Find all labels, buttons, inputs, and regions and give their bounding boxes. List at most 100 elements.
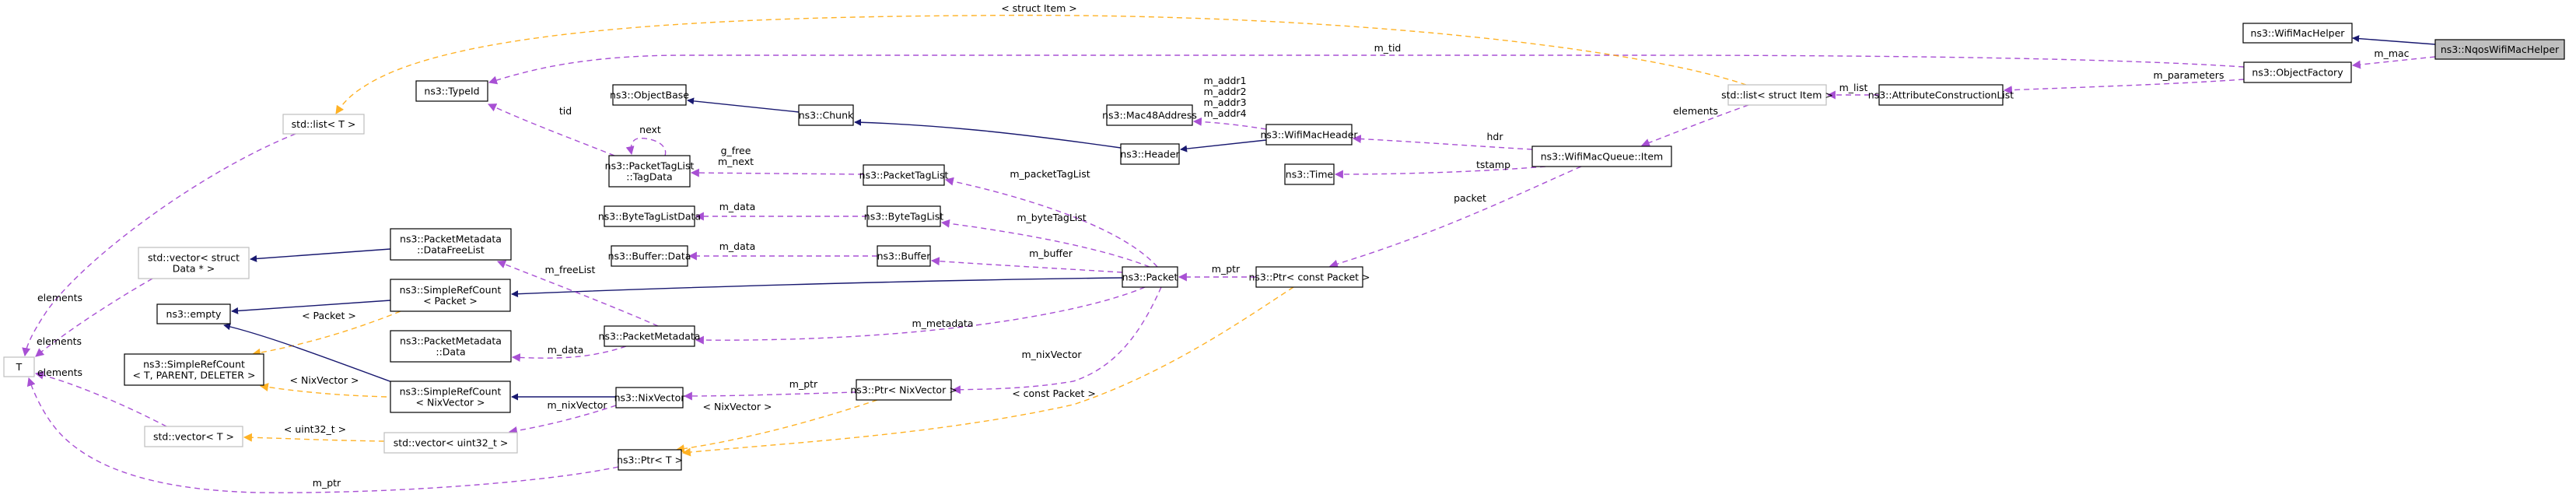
node-label: ns3::PacketMetadata <box>400 335 502 347</box>
node-packet[interactable]: ns3::Packet <box>1122 266 1178 288</box>
edge-usage-std_list_Item-to-WifiMacQueue_Item <box>1640 104 1749 147</box>
edge-label: m_addr1 <box>1203 75 1246 86</box>
node-label: ns3::PacketMetadata <box>400 233 502 245</box>
edge-label: m_list <box>1839 82 1868 93</box>
node-label: ns3::Time <box>1286 169 1334 181</box>
node-datafreelist[interactable]: ns3::PacketMetadata::DataFreeList <box>390 228 512 261</box>
edge-usage-PacketTagList-to-TagData <box>690 168 864 177</box>
edge-usage-PacketMetadata-to-PacketMetadata_Data <box>511 345 627 362</box>
edge-label: m_nixVector <box>1021 349 1082 360</box>
node-objectbase[interactable]: ns3::ObjectBase <box>610 84 689 106</box>
node-box <box>877 245 931 267</box>
edge-label: tid <box>559 105 572 117</box>
edge-label: m_addr4 <box>1203 107 1246 119</box>
node-simplerefcount-packet[interactable]: ns3::SimpleRefCount< Packet > <box>390 279 511 312</box>
node-std-list-item: std::list< struct Item > <box>1721 84 1833 106</box>
node-label: Data * > <box>173 263 215 275</box>
node-wifimachelper[interactable]: ns3::WifiMacHelper <box>2242 23 2353 44</box>
edge-label: m_nixVector <box>547 399 607 411</box>
edge-inherit-NqosWifiMacHelper-to-WifiMacHelper <box>2352 35 2436 45</box>
edge-label: < Packet > <box>302 310 356 321</box>
node-nixvector[interactable]: ns3::NixVector <box>614 387 686 409</box>
edge-label: < struct Item > <box>1001 2 1077 14</box>
node-mac48address[interactable]: ns3::Mac48Address <box>1102 104 1197 126</box>
edge-label: m_byteTagList <box>1017 212 1086 223</box>
node-ptr-t[interactable]: ns3::Ptr< T > <box>617 449 683 471</box>
edge-label: m_data <box>719 201 756 212</box>
node-label: < Packet > <box>423 295 478 307</box>
node-label: ns3::Chunk <box>799 110 854 121</box>
edge-label: hdr <box>1487 131 1504 142</box>
node-box <box>1265 124 1353 146</box>
node-box <box>2242 23 2353 44</box>
node-empty[interactable]: ns3::empty <box>156 303 231 324</box>
node-label: ns3::Buffer <box>877 251 932 262</box>
node-box <box>856 379 952 401</box>
node-nqoswifimachelper[interactable]: ns3::NqosWifiMacHelper <box>2434 39 2565 60</box>
node-box <box>2243 61 2352 83</box>
node-attributeconstructionlist[interactable]: ns3::AttributeConstructionList <box>1868 84 2014 106</box>
node-box <box>3 356 35 377</box>
node-objectfactory[interactable]: ns3::ObjectFactory <box>2243 61 2352 83</box>
node-label: ns3::SimpleRefCount <box>143 359 245 370</box>
edge-usage-ObjectFactory-to-TypeId <box>488 54 2245 85</box>
edge-label: < uint32_t > <box>284 423 346 435</box>
edge-inherit-WifiMacHeader-to-Header <box>1180 139 1267 153</box>
node-typeid[interactable]: ns3::TypeId <box>415 80 488 102</box>
node-box <box>615 387 684 409</box>
edge-inherit-Chunk-to-ObjectBase <box>687 97 800 113</box>
edge-template-SimpleRefCount_Packet-to-SimpleRefCount_T <box>251 310 401 357</box>
edge-template-std_vector_uint32-to-std_vector_T <box>243 433 385 442</box>
node-wifimacqueue-item[interactable]: ns3::WifiMacQueue::Item <box>1531 146 1672 167</box>
node-simplerefcount-t[interactable]: ns3::SimpleRefCount< T, PARENT, DELETER … <box>124 353 264 386</box>
node-label: ns3::SimpleRefCount <box>400 284 502 296</box>
node-label: std::vector< uint32_t > <box>394 437 509 449</box>
node-label: std::list< struct Item > <box>1721 89 1833 101</box>
edge-usage-std_vector_T-to-T <box>34 370 167 427</box>
node-label: ::TagData <box>626 171 672 183</box>
node-packettaglist[interactable]: ns3::PacketTagList <box>859 164 949 186</box>
edge-label: m_buffer <box>1029 247 1073 259</box>
node-packetmetadata-data[interactable]: ns3::PacketMetadata::Data <box>390 330 512 363</box>
node-label: ns3::WifiMacHeader <box>1260 129 1358 141</box>
node-tagdata[interactable]: ns3::PacketTagList::TagData <box>605 155 695 188</box>
edge-label: < NixVector > <box>290 374 359 386</box>
node-bytetaglistdata[interactable]: ns3::ByteTagListData <box>598 205 701 227</box>
node-label: std::vector< T > <box>153 431 234 443</box>
edge-label: m_data <box>719 240 756 252</box>
node-label: ns3::NixVector <box>614 392 686 404</box>
edge-usage-WifiMacQueue_Item-to-Time <box>1334 166 1546 179</box>
node-chunk[interactable]: ns3::Chunk <box>798 104 854 126</box>
node-box <box>1284 163 1335 185</box>
node-label: std::vector< struct <box>148 252 240 264</box>
node-label: ns3::empty <box>166 308 222 320</box>
node-packetmetadata[interactable]: ns3::PacketMetadata <box>599 325 701 347</box>
edge-template-std_list_Item-to-std_list_T <box>335 14 1747 114</box>
edge-usage-TagData-to-TypeId <box>488 103 615 156</box>
node-header[interactable]: ns3::Header <box>1120 143 1181 165</box>
node-label: ns3::NqosWifiMacHelper <box>2441 44 2560 55</box>
node-box <box>282 114 365 135</box>
node-label: ns3::TypeId <box>424 86 479 97</box>
node-bytetaglist[interactable]: ns3::ByteTagList <box>864 205 943 227</box>
node-label: ns3::Buffer::Data <box>608 251 691 262</box>
node-ptr-nixvector[interactable]: ns3::Ptr< NixVector > <box>850 379 957 401</box>
edge-template-Ptr_const_Packet-to-Ptr_T <box>681 286 1294 457</box>
node-buffer[interactable]: ns3::Buffer <box>877 245 932 267</box>
edge-usage-WifiMacHeader-to-Mac48Address <box>1192 117 1267 130</box>
node-time[interactable]: ns3::Time <box>1284 163 1335 185</box>
edge-usage-Packet-to-PacketMetadata <box>695 286 1146 345</box>
edge-label: m_data <box>548 344 584 356</box>
node-simplerefcount-nixvector[interactable]: ns3::SimpleRefCount< NixVector > <box>390 381 511 413</box>
node-wifimacheader[interactable]: ns3::WifiMacHeader <box>1260 124 1358 146</box>
edge-usage-Packet-to-ByteTagList <box>940 219 1150 268</box>
node-box <box>390 381 511 413</box>
edge-usage-Packet-to-Ptr_NixVector <box>951 286 1162 395</box>
node-ptr-const-packet[interactable]: ns3::Ptr< const Packet > <box>1248 266 1370 288</box>
node-std-vector-t: std::vector< T > <box>144 426 243 447</box>
edge-label: m_tid <box>1374 42 1402 54</box>
edge-label: m_ptr <box>313 477 341 489</box>
edge-inherit-DataFreeList-to-std_vector_data <box>250 248 391 262</box>
node-buffer-data[interactable]: ns3::Buffer::Data <box>608 245 691 267</box>
edge-label: tstamp <box>1476 159 1510 170</box>
